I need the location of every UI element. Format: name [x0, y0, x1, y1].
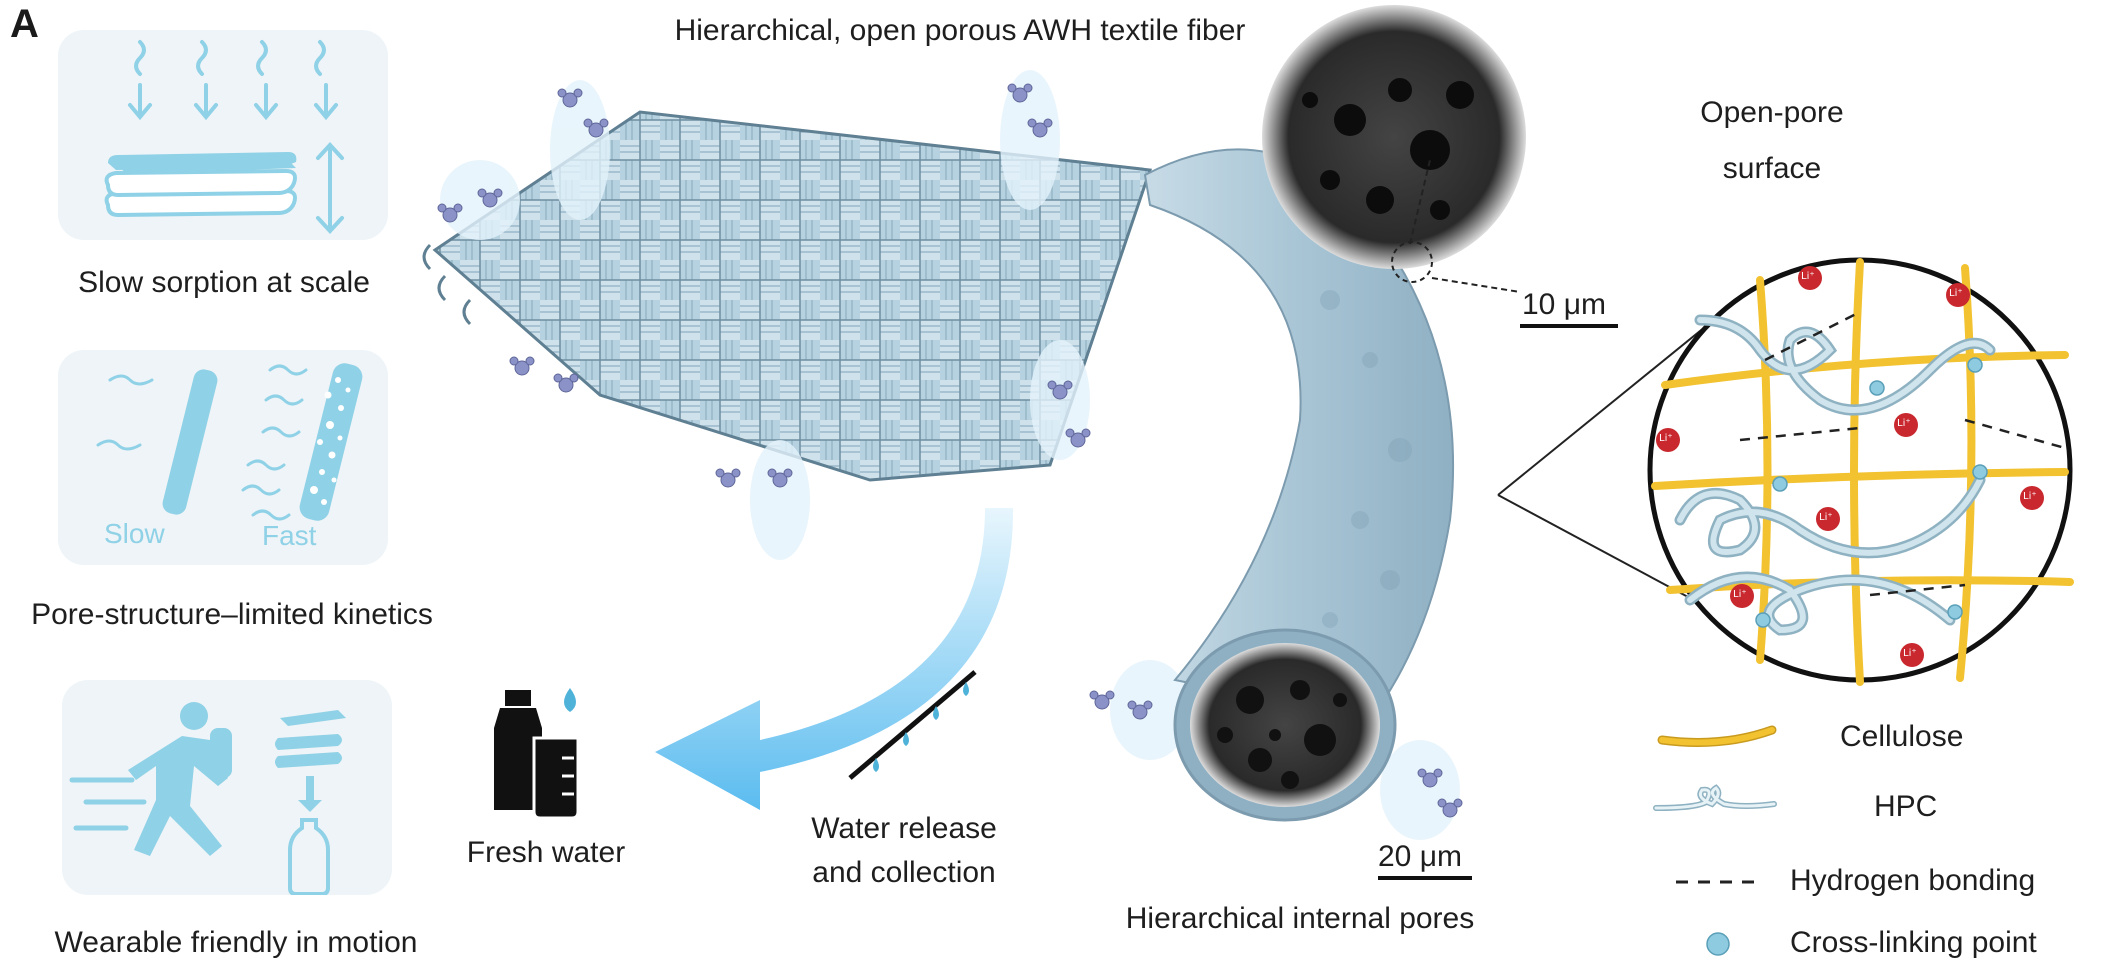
surface-scale-label: 10 μm	[1522, 288, 1606, 321]
fiber-comparison-icon	[96, 363, 363, 521]
runner-icon	[69, 702, 346, 896]
release-arrow	[655, 508, 1014, 810]
pore-kinetics-card	[58, 350, 388, 565]
li-ion-label: Li⁺	[2023, 491, 2037, 502]
li-ion-label: Li⁺	[1659, 433, 1673, 444]
vapor-glows	[440, 70, 1460, 840]
open-pore-label-line1: Open-pore	[1700, 96, 1844, 129]
water-release-line1: Water release	[811, 812, 997, 845]
slow-label: Slow	[104, 518, 165, 549]
surface-sem-inset	[1262, 5, 1618, 328]
li-ion-label: Li⁺	[1903, 648, 1917, 659]
li-ion-label: Li⁺	[1949, 288, 1963, 299]
water-bottle-icon	[494, 688, 580, 820]
panel-letter: A	[10, 2, 39, 46]
legend-cellulose-label: Cellulose	[1840, 720, 1964, 753]
li-ion-label: Li⁺	[1819, 512, 1833, 523]
water-molecules	[437, 83, 1463, 818]
legend-crosslink-label: Cross-linking point	[1790, 926, 2037, 959]
woven-textile	[422, 110, 1153, 482]
pore-kinetics-caption: Pore-structure–limited kinetics	[31, 598, 433, 631]
fast-label: Fast	[262, 520, 317, 551]
open-pore-label-line2: surface	[1722, 152, 1822, 185]
internal-pores-label: Hierarchical internal pores	[1125, 902, 1475, 935]
wearable-card	[62, 680, 392, 896]
legend-hbond-label: Hydrogen bonding	[1790, 864, 2036, 897]
crosslink-legend-swatch	[1706, 932, 1730, 956]
fiber-strand	[1143, 148, 1455, 822]
li-ion-label: Li⁺	[1801, 271, 1815, 282]
water-release-line2: and collection	[812, 856, 996, 889]
slow-sorption-card	[58, 30, 388, 240]
fresh-water-label: Fresh water	[466, 836, 626, 869]
wearable-caption: Wearable friendly in motion	[54, 926, 418, 959]
legend-hpc-label: HPC	[1874, 790, 1938, 823]
li-ion-label: Li⁺	[1897, 418, 1911, 429]
internal-scale-label: 20 μm	[1378, 840, 1462, 873]
slow-sorption-caption: Slow sorption at scale	[78, 266, 370, 299]
stacked-layers-icon	[104, 40, 344, 234]
molecular-network	[1647, 257, 2074, 686]
li-ion-label: Li⁺	[1733, 589, 1747, 600]
diagram-title: Hierarchical, open porous AWH textile fi…	[674, 14, 1246, 47]
